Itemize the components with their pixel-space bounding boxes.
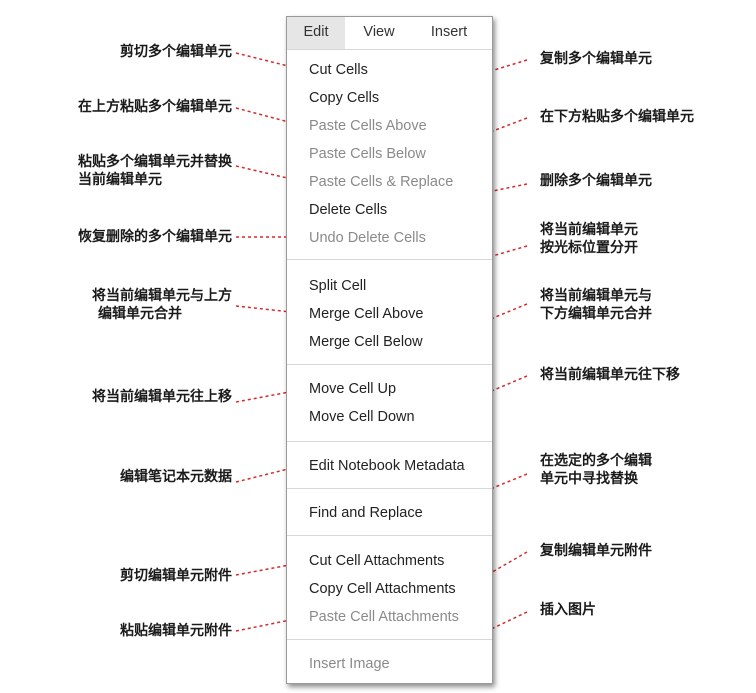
menu-item-move-cell-up[interactable]: Move Cell Up (309, 381, 397, 397)
menu-item-cut-cell-attachments[interactable]: Cut Cell Attachments (309, 553, 445, 569)
annotation-paste-cells-replace: 粘贴多个编辑单元并替换 当前编辑单元 (78, 154, 232, 188)
menu-divider (287, 535, 492, 536)
annotation-merge-cell-below: 将当前编辑单元与 下方编辑单元合并 (540, 288, 652, 322)
menu-item-copy-cells[interactable]: Copy Cells (309, 90, 380, 106)
tab-insert[interactable]: Insert (430, 24, 468, 40)
annotation-insert-image: 插入图片 (540, 602, 596, 618)
menu-item-insert-image[interactable]: Insert Image (309, 656, 390, 672)
annotation-paste-cell-attachments: 粘贴编辑单元附件 (120, 623, 232, 639)
menu-item-undo-delete-cells[interactable]: Undo Delete Cells (309, 230, 426, 246)
menu-item-paste-cells-replace[interactable]: Paste Cells & Replace (309, 174, 454, 190)
annotation-merge-cell-above: 将当前编辑单元与上方 编辑单元合并 (92, 288, 232, 322)
annotation-paste-cells-above: 在上方粘贴多个编辑单元 (78, 99, 232, 115)
tab-view[interactable]: View (363, 24, 395, 40)
menu-item-delete-cells[interactable]: Delete Cells (309, 202, 388, 218)
annotation-cut-cell-attachments: 剪切编辑单元附件 (120, 568, 232, 584)
annotation-cut-cells: 剪切多个编辑单元 (120, 44, 232, 60)
annotation-move-cell-down: 将当前编辑单元往下移 (540, 367, 680, 383)
annotation-copy-cell-attachments: 复制编辑单元附件 (540, 543, 652, 559)
menu-divider (287, 441, 492, 442)
annotation-find-and-replace: 在选定的多个编辑 单元中寻找替换 (540, 453, 652, 487)
menu-item-merge-cell-below[interactable]: Merge Cell Below (309, 334, 423, 350)
menu-item-edit-notebook-metadata[interactable]: Edit Notebook Metadata (309, 458, 465, 474)
menubar: Edit View Insert (287, 17, 492, 50)
menu-divider (287, 488, 492, 489)
annotation-delete-cells: 删除多个编辑单元 (540, 173, 652, 189)
menu-item-find-and-replace[interactable]: Find and Replace (309, 505, 423, 521)
annotation-move-cell-up: 将当前编辑单元往上移 (92, 389, 232, 405)
menu-item-split-cell[interactable]: Split Cell (309, 278, 367, 294)
edit-menu: Edit View Insert Cut Cells Copy Cells Pa… (286, 16, 493, 684)
menu-item-cut-cells[interactable]: Cut Cells (309, 62, 368, 78)
annotation-copy-cells: 复制多个编辑单元 (540, 51, 652, 67)
annotation-undo-delete-cells: 恢复删除的多个编辑单元 (78, 229, 232, 245)
menu-item-paste-cell-attachments[interactable]: Paste Cell Attachments (309, 609, 459, 625)
menu-divider (287, 259, 492, 260)
annotation-edit-notebook-metadata: 编辑笔记本元数据 (120, 469, 232, 485)
annotation-split-cell: 将当前编辑单元 按光标位置分开 (540, 222, 638, 256)
menu-item-merge-cell-above[interactable]: Merge Cell Above (309, 306, 424, 322)
menu-item-move-cell-down[interactable]: Move Cell Down (309, 409, 415, 425)
menu-divider (287, 639, 492, 640)
menu-divider (287, 364, 492, 365)
tab-edit[interactable]: Edit (287, 17, 345, 49)
annotation-paste-cells-below: 在下方粘贴多个编辑单元 (540, 109, 694, 125)
menu-item-copy-cell-attachments[interactable]: Copy Cell Attachments (309, 581, 456, 597)
menu-item-paste-cells-above[interactable]: Paste Cells Above (309, 118, 427, 134)
menu-item-paste-cells-below[interactable]: Paste Cells Below (309, 146, 426, 162)
